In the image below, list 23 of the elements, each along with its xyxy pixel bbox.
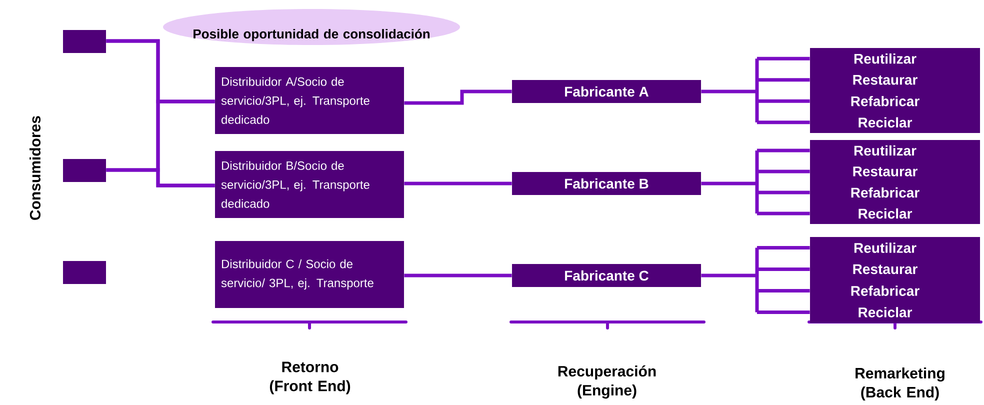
option-box: Reutilizar Restaurar Refabricar Reciclar: [810, 140, 980, 224]
manufacturer-box: Fabricante B: [512, 172, 701, 195]
connector-line: [404, 182, 512, 186]
connector-line: [699, 56, 812, 124]
option-box: Reutilizar Restaurar Refabricar Reciclar: [810, 48, 980, 133]
distributor-box: Distribuidor A/Socio de servicio/3PL, ej. Transporte dedicado: [215, 67, 404, 134]
connector-line: [404, 90, 512, 105]
consumer-box: [63, 30, 106, 53]
manufacturer-box: Fabricante A: [512, 80, 701, 103]
connector-line: [106, 168, 215, 188]
connector-line: [699, 246, 812, 314]
option-box: Reutilizar Restaurar Refabricar Reciclar: [810, 237, 980, 323]
column-label: Recuperación (Engine): [558, 365, 656, 399]
consumer-box: [63, 261, 106, 284]
distributor-box: Distribuidor B/Socio de servicio/3PL, ej. Transporte dedicado: [215, 151, 404, 218]
manufacturer-box: Fabricante C: [512, 264, 701, 287]
connector-line: [404, 274, 512, 278]
side-label: Consumidores: [30, 116, 40, 220]
consumer-box: [63, 159, 106, 182]
distributor-box: Distribuidor C / Socio de servicio/ 3PL, ej. Transporte: [215, 241, 404, 308]
column-label: Remarketing (Back End): [856, 368, 944, 400]
column-label: Retorno (Front End): [270, 362, 350, 394]
connector-line: [699, 148, 812, 216]
